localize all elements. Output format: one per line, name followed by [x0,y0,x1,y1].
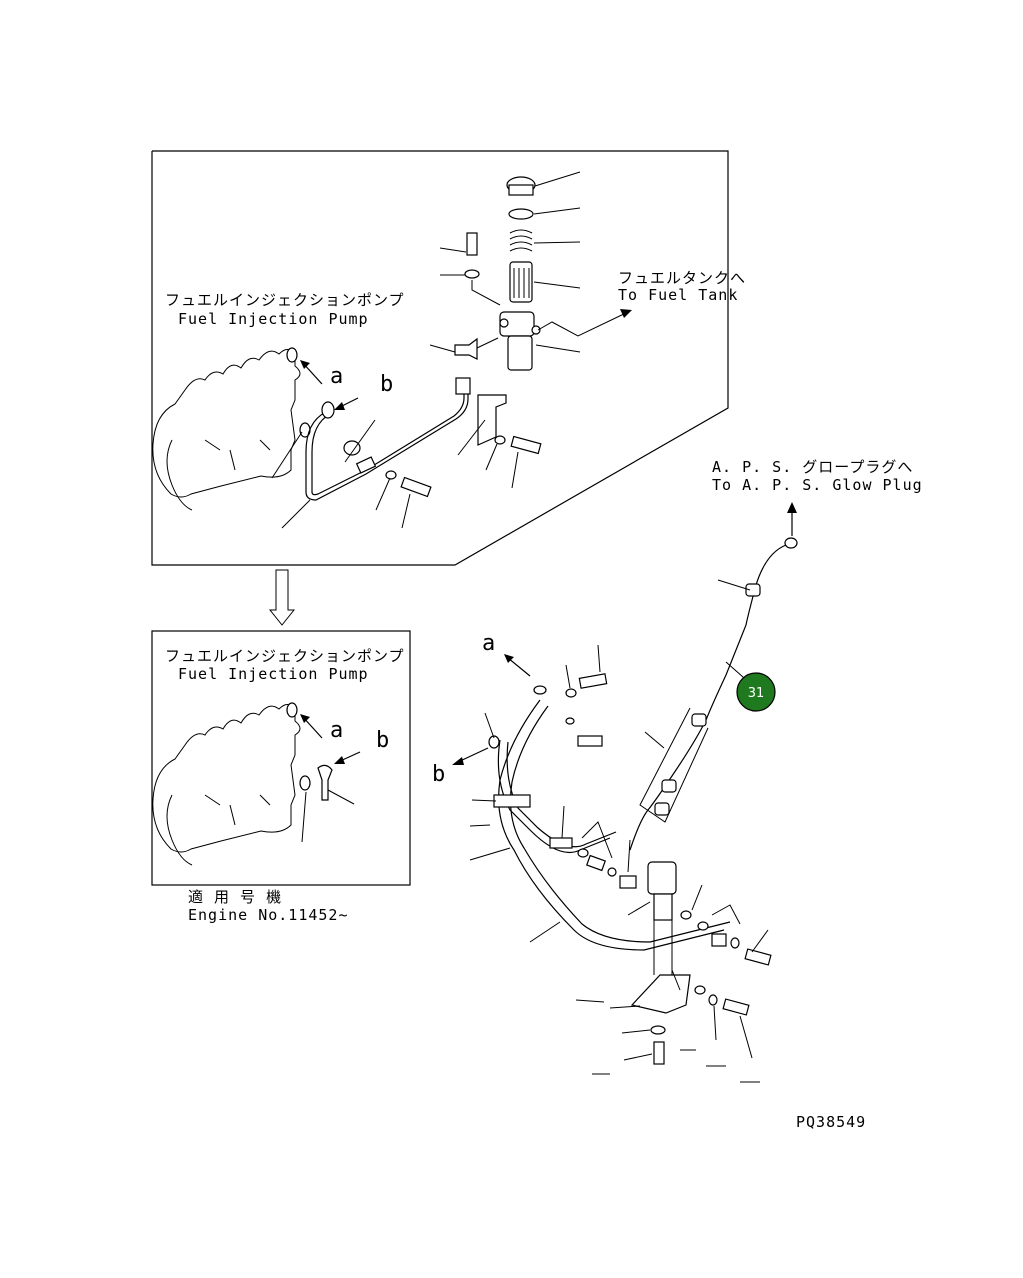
bottom-pump-label-en: Fuel Injection Pump [178,665,369,683]
glow-plug-arrow-head [787,502,797,513]
top-washer [385,470,397,480]
glow-plug-label-en: To A. P. S. Glow Plug [712,476,923,494]
top-tank-label-jp: フュエルタンクへ [618,269,746,287]
top-detail-box: フュエルインジェクションポンプ Fuel Injection Pump a b [151,150,746,566]
main-ref-b-head [452,757,464,765]
glow-plug-label-jp: A. P. S. グロープラグへ [712,458,913,476]
top-pump-label-en: Fuel Injection Pump [178,310,369,328]
bottom-arrow-a-head [300,714,310,723]
main-ref-b-line [457,747,489,763]
bottom-detail-box: フュエルインジェクションポンプ Fuel Injection Pump a b … [151,630,411,924]
top-bracket-bolt [510,435,542,455]
callout-31-number: 31 [748,686,765,701]
wire-clip-3 [661,779,677,793]
top-clamp-grommet [343,440,361,456]
main-hose-end [711,933,727,947]
bottom-box-frame [151,630,411,886]
main-filter-head [647,861,677,895]
top-leader-lines [271,171,581,529]
top-injection-pump [152,347,311,511]
wire-clip-4 [654,802,670,816]
bottom-arrow-a-label: a [330,718,344,743]
main-ref-a-line [507,657,531,677]
bottom-pump-label-jp: フュエルインジェクションポンプ [165,647,405,665]
top-pipe-nut [455,377,471,395]
top-arrow-b-head [334,402,345,410]
bottom-arrow-b-head [334,756,345,764]
main-bolt-4 [744,948,772,966]
top-fuel-filter [499,176,541,371]
main-fitting [619,875,637,889]
top-tank-arrow-head [620,309,632,318]
bottom-arrow-b-label: b [376,728,390,753]
top-filter-bracket [477,394,507,446]
figure-id: PQ38549 [796,1113,866,1131]
top-bolt [466,232,478,256]
main-fuel-hose-2 [497,739,611,854]
main-ref-a-head [504,654,514,663]
main-assembly: A. P. S. グロープラグへ To A. P. S. Glow Plug 3… [432,458,923,1083]
top-elbow-fitting [454,337,478,360]
top-tank-label-en: To Fuel Tank [618,286,738,304]
main-fuel-hose-1 [498,699,725,951]
applicable-label-jp: 適 用 号 機 [188,888,282,906]
main-bolt-3 [549,837,573,849]
wire-clip-1 [745,583,761,597]
transition-down-arrow [268,569,296,626]
main-bolt-6 [653,1041,665,1065]
main-bolt-1 [578,673,608,689]
main-leader-lines [469,644,769,1083]
applicable-label-en: Engine No.11452~ [188,906,349,924]
hose-clamp [493,794,531,808]
top-clamp-bolt [400,476,432,498]
top-tank-arrow-line [537,311,629,337]
main-ref-a-label: a [482,631,496,656]
top-washer-2 [464,269,480,279]
main-filter-body [653,893,673,921]
top-arrow-b-label: b [380,372,394,397]
top-arrow-a-head [300,360,310,369]
top-fuel-pipe [305,379,469,501]
top-box-frame [151,150,729,566]
top-arrow-a-label: a [330,364,344,389]
wire-clip-2 [691,713,707,727]
main-bolt-2 [577,735,603,747]
callout-31-badge[interactable] [736,672,776,712]
top-pump-label-jp: フュエルインジェクションポンプ [165,291,405,309]
bottom-banjo-fitting [317,764,333,801]
main-bolt-5 [722,998,750,1016]
main-bottom-bracket [630,974,691,1014]
bottom-injection-pump [152,702,311,866]
top-pipe-clamp [355,456,377,474]
main-ref-b-label: b [432,762,446,787]
glow-wire-terminal [784,537,798,549]
